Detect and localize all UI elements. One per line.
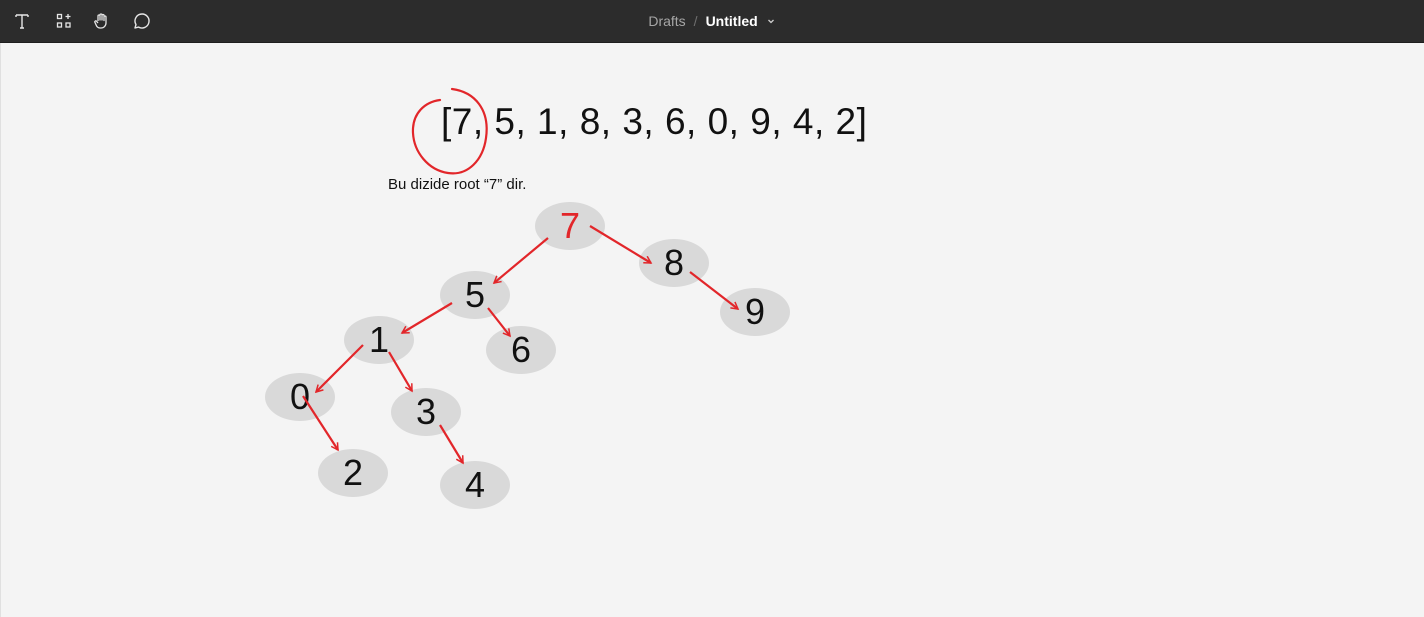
file-name[interactable]: Untitled: [705, 13, 758, 29]
comment-icon: [134, 13, 150, 29]
tree-node-4[interactable]: 4: [440, 461, 510, 509]
breadcrumb-drafts-link[interactable]: Drafts: [648, 13, 686, 29]
tree-node-9[interactable]: 9: [720, 288, 790, 336]
root-note-text[interactable]: Bu dizide root “7” dir.: [388, 176, 527, 193]
tree-node-0[interactable]: 0: [265, 373, 335, 421]
tree-node-5[interactable]: 5: [440, 271, 510, 319]
tree-node-7[interactable]: 7: [535, 202, 605, 250]
tree-node-1[interactable]: 1: [344, 316, 414, 364]
design-canvas[interactable]: [0, 43, 1424, 617]
components-icon: [56, 13, 71, 28]
tree-node-6[interactable]: 6: [486, 326, 556, 374]
text-tool-button[interactable]: [6, 5, 38, 37]
file-breadcrumb: Drafts / Untitled: [0, 0, 1424, 42]
components-tool-button[interactable]: [48, 5, 80, 37]
chevron-down-icon[interactable]: [766, 16, 776, 26]
text-icon: [15, 14, 29, 29]
top-toolbar: Drafts / Untitled: [0, 0, 1424, 43]
comment-tool-button[interactable]: [126, 5, 158, 37]
array-text[interactable]: [7, 5, 1, 8, 3, 6, 0, 9, 4, 2]: [441, 101, 868, 142]
tree-node-2[interactable]: 2: [318, 449, 388, 497]
hand-tool-button[interactable]: [86, 5, 118, 37]
tree-node-3[interactable]: 3: [391, 388, 461, 436]
breadcrumb-separator: /: [693, 13, 698, 29]
hand-icon: [94, 13, 107, 29]
tree-node-8[interactable]: 8: [639, 239, 709, 287]
